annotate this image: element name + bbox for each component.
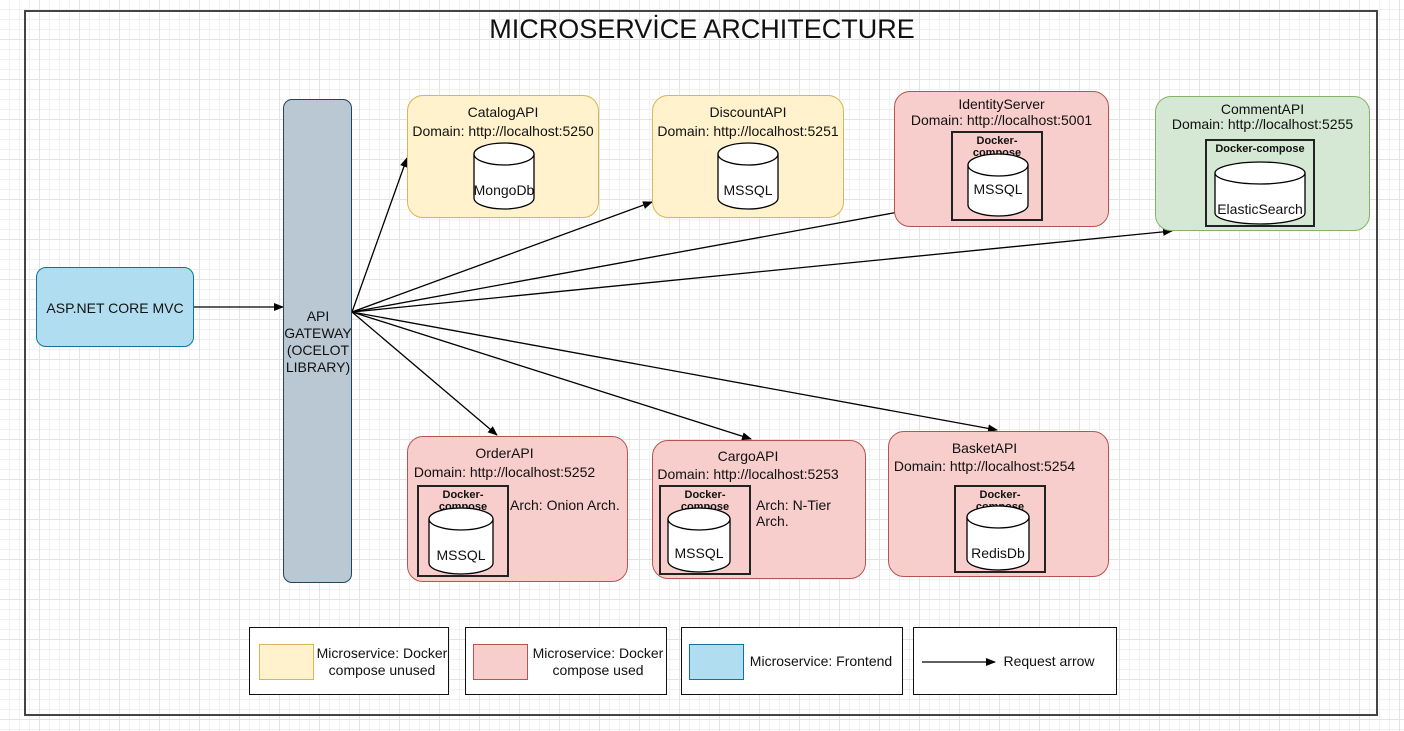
legend-used-line1: Microservice: Docker xyxy=(532,645,664,661)
legend-swatch-unused xyxy=(259,644,314,680)
legend-arrow-label: Request arrow xyxy=(1003,653,1095,669)
legend-request-arrow: Request arrow xyxy=(913,627,1117,695)
legend-swatch-frontend xyxy=(689,644,744,680)
discount-api-box: DiscountAPI Domain: http://localhost:525… xyxy=(652,95,844,218)
arrow-to-order xyxy=(351,311,498,436)
legend-docker-used: Microservice: Docker compose used xyxy=(465,627,667,695)
arrow-to-catalog xyxy=(351,157,408,313)
cargo-api-name: CargoAPI xyxy=(717,448,779,464)
frontend-label: ASP.NET CORE MVC xyxy=(46,300,184,316)
legend-docker-unused: Microservice: Docker compose unused xyxy=(249,627,449,695)
catalog-db-label: MongoDb xyxy=(473,182,535,198)
basket-db-label: RedisDb xyxy=(971,545,1025,561)
api-gateway-box: API GATEWAY (OCELOT LIBRARY) xyxy=(283,99,352,583)
legend-frontend-label: Microservice: Frontend xyxy=(749,653,893,669)
order-api-domain: Domain: http://localhost:5252 xyxy=(413,464,596,480)
order-db-label: MSSQL xyxy=(436,547,486,563)
legend-arrow-icon xyxy=(922,658,996,666)
diagram-frame xyxy=(24,10,1378,716)
comment-database-icon: ElasticSearch xyxy=(1214,161,1306,225)
identity-docker-compose: Docker-compose MSSQL xyxy=(951,131,1043,221)
discount-api-name: DiscountAPI xyxy=(709,104,787,120)
gateway-line2: GATEWAY xyxy=(284,325,352,341)
cargo-docker-compose: Docker-compose MSSQL xyxy=(659,485,751,575)
legend-frontend: Microservice: Frontend xyxy=(681,627,903,695)
identity-server-name: IdentityServer xyxy=(958,96,1045,112)
identity-db-label: MSSQL xyxy=(973,181,1023,197)
identity-database-icon: MSSQL xyxy=(967,153,1029,217)
comment-api-domain: Domain: http://localhost:5255 xyxy=(1171,116,1354,132)
diagram-title: MICROSERVİCE ARCHITECTURE xyxy=(489,14,915,44)
arrow-to-discount xyxy=(351,201,653,313)
catalog-database-icon: MongoDb xyxy=(473,142,535,210)
comment-docker-compose: Docker-compose ElasticSearch xyxy=(1205,139,1315,227)
legend-used-line2: compose used xyxy=(552,662,644,678)
order-api-name: OrderAPI xyxy=(475,445,534,461)
identity-server-box: IdentityServer Domain: http://localhost:… xyxy=(894,91,1109,227)
discount-database-icon: MSSQL xyxy=(717,142,779,210)
frontend-box: ASP.NET CORE MVC xyxy=(36,267,194,347)
cargo-api-box: CargoAPI Domain: http://localhost:5253 D… xyxy=(652,440,866,579)
legend-swatch-used xyxy=(473,644,528,680)
catalog-api-name: CatalogAPI xyxy=(467,104,539,120)
order-api-box: OrderAPI Domain: http://localhost:5252 D… xyxy=(407,436,628,582)
comment-api-name: CommentAPI xyxy=(1220,101,1305,117)
arrow-to-comment xyxy=(351,227,1173,313)
catalog-api-box: CatalogAPI Domain: http://localhost:5250… xyxy=(407,95,599,218)
cargo-arch-label: Arch: N-Tier Arch. xyxy=(756,497,831,529)
discount-db-label: MSSQL xyxy=(723,182,773,198)
gateway-line4: LIBRARY) xyxy=(285,359,351,375)
comment-api-box: CommentAPI Domain: http://localhost:5255… xyxy=(1155,96,1370,231)
catalog-api-domain: Domain: http://localhost:5250 xyxy=(412,123,594,139)
discount-api-domain: Domain: http://localhost:5251 xyxy=(657,123,839,139)
legend-unused-line2: compose unused xyxy=(328,662,436,678)
cargo-api-domain: Domain: http://localhost:5253 xyxy=(657,466,839,482)
comment-docker-compose-label: Docker-compose xyxy=(1215,143,1305,155)
cargo-database-icon: MSSQL xyxy=(667,507,731,573)
order-arch-label: Arch: Onion Arch. xyxy=(510,497,620,513)
basket-database-icon: RedisDb xyxy=(966,505,1030,571)
gateway-line1: API xyxy=(306,308,330,324)
identity-server-domain: Domain: http://localhost:5001 xyxy=(910,112,1093,128)
basket-api-box: BasketAPI Domain: http://localhost:5254 … xyxy=(888,431,1109,577)
basket-api-domain: Domain: http://localhost:5254 xyxy=(893,458,1076,474)
cargo-db-label: MSSQL xyxy=(674,545,724,561)
order-database-icon: MSSQL xyxy=(428,507,494,575)
basket-docker-compose: Docker-compose RedisDb xyxy=(954,485,1046,573)
order-docker-compose: Docker-compose MSSQL xyxy=(417,485,509,577)
arrow-to-identity xyxy=(351,208,905,313)
arrow-to-basket xyxy=(351,311,998,433)
arrow-to-cargo xyxy=(351,311,752,441)
comment-db-label: ElasticSearch xyxy=(1217,201,1303,217)
basket-api-name: BasketAPI xyxy=(951,440,1018,456)
gateway-line3: (OCELOT xyxy=(286,342,350,358)
legend-unused-line1: Microservice: Docker xyxy=(316,645,448,661)
